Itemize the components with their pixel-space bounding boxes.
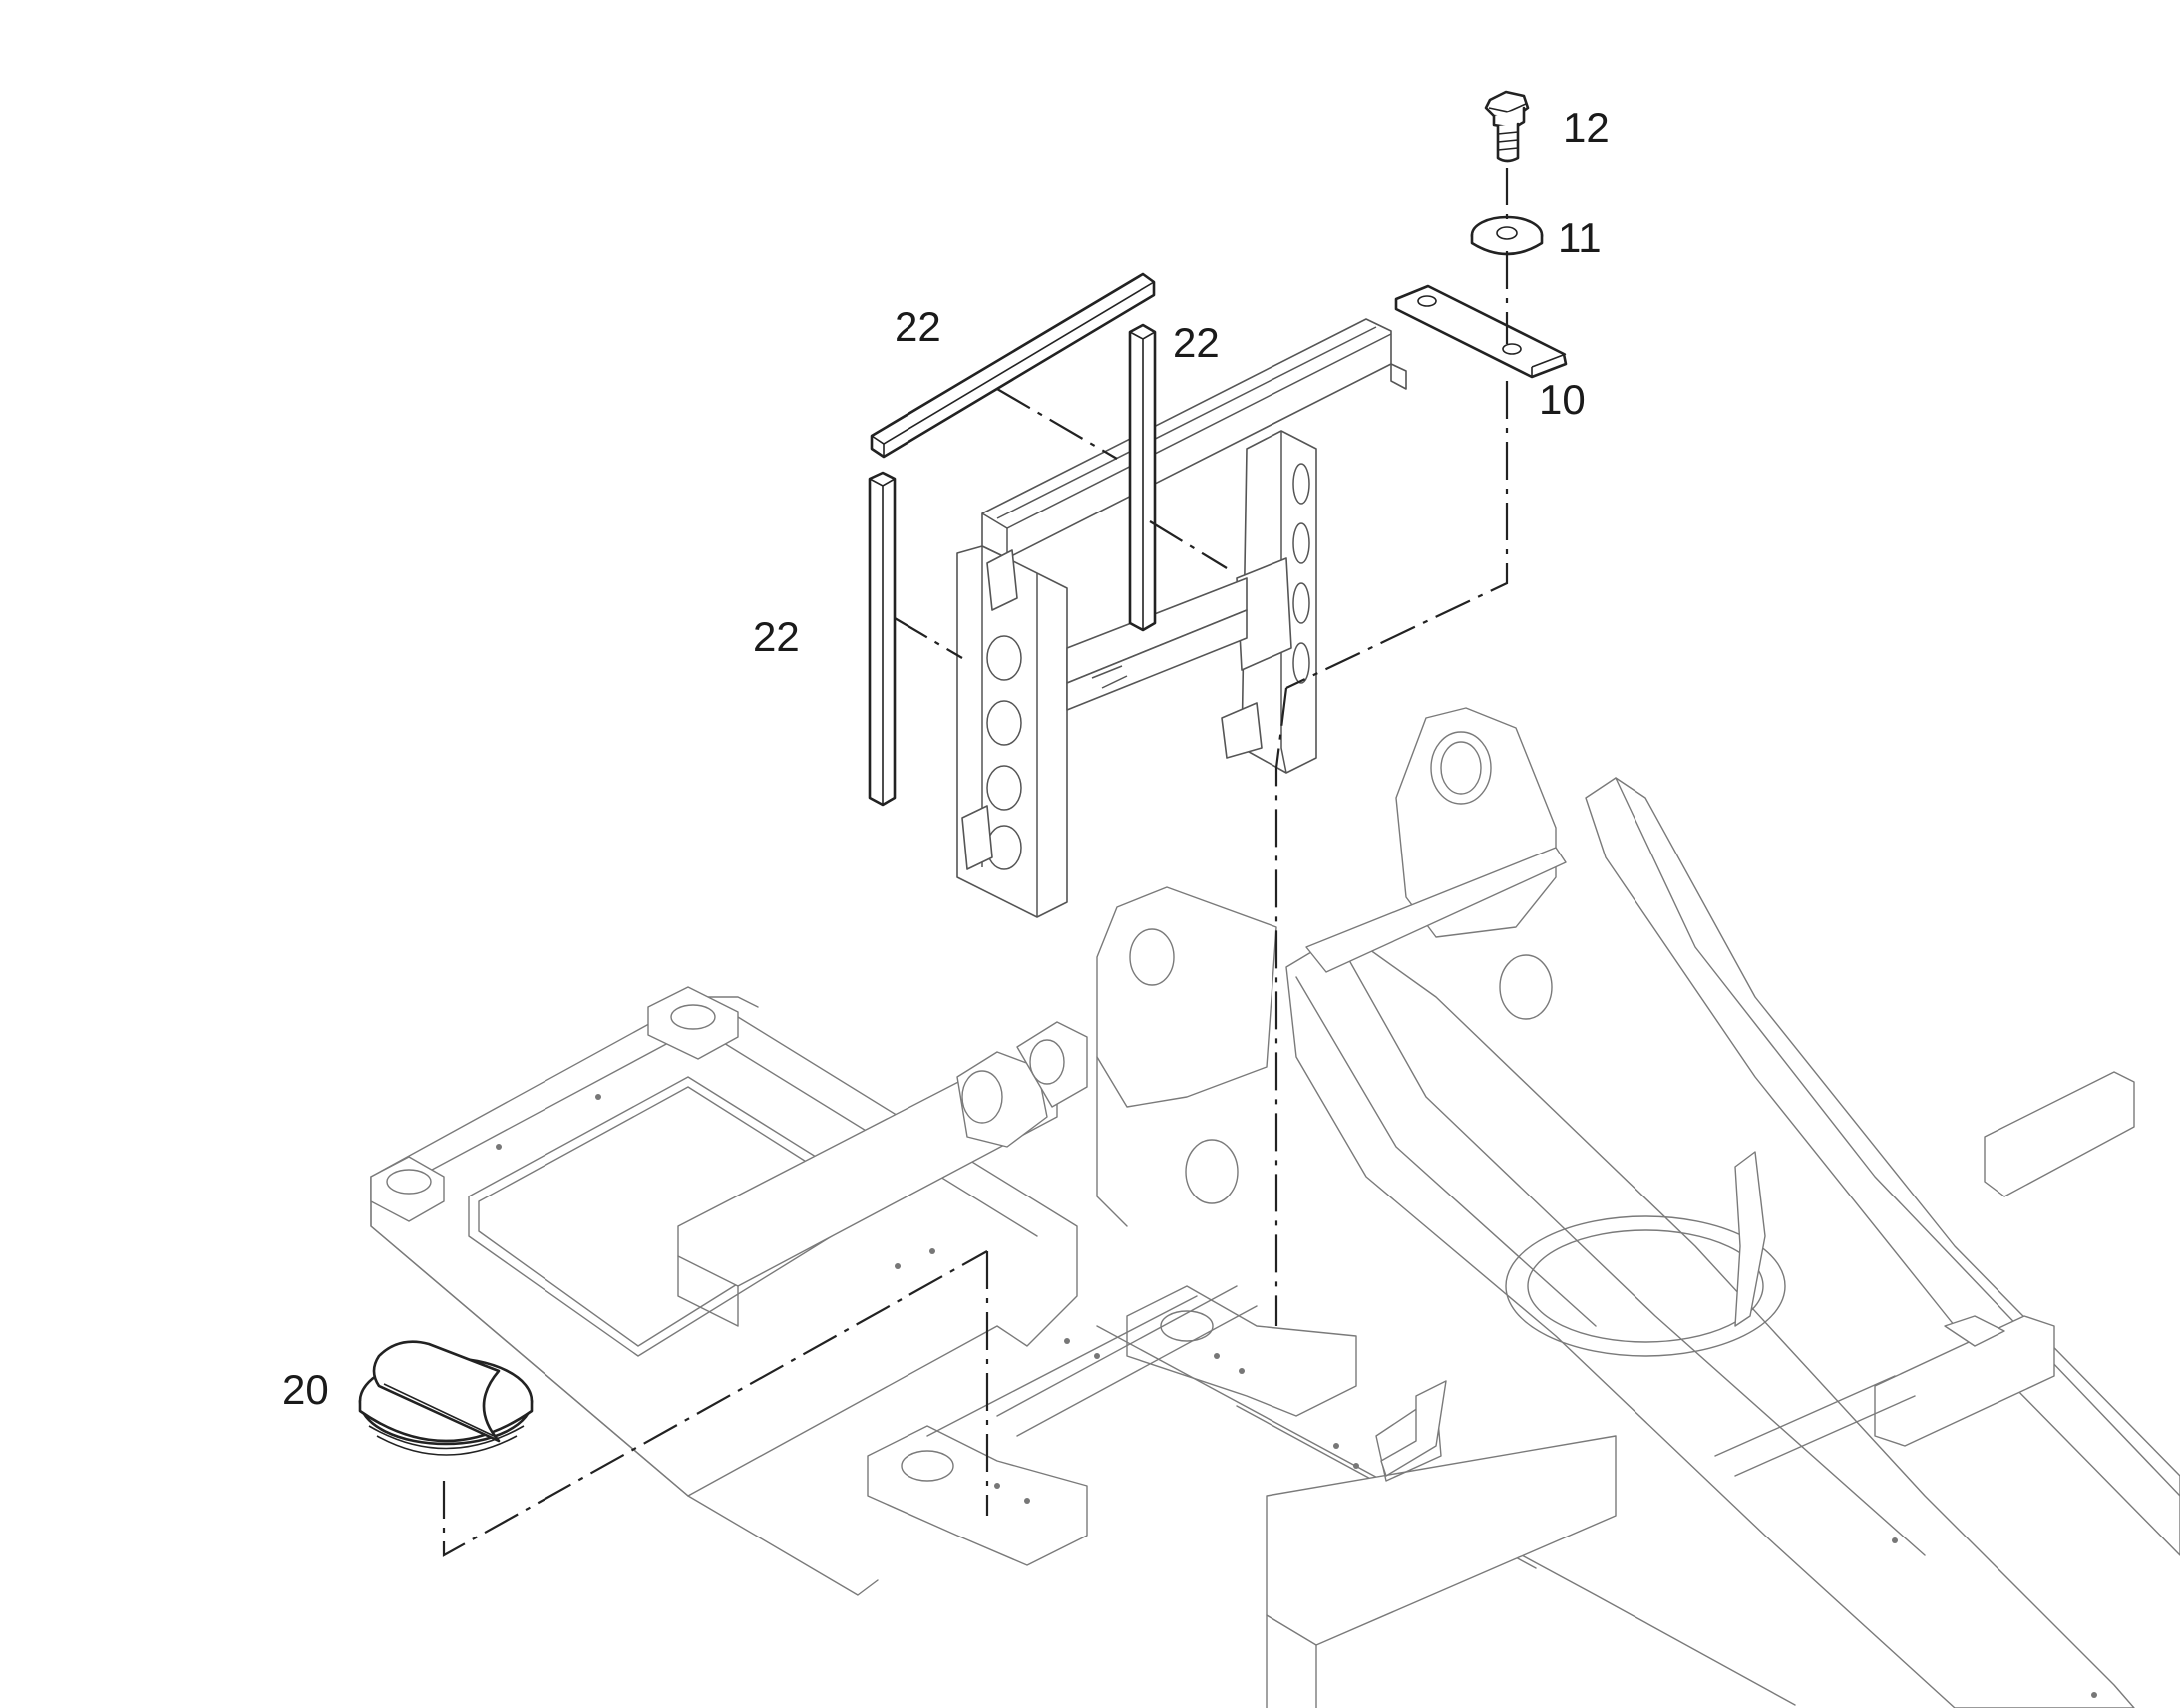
- callout-12: 12: [1563, 104, 1610, 151]
- part-20-cap: [358, 1340, 534, 1456]
- part-10-plate: [1394, 284, 1568, 379]
- part-22-seal-strip-left: [868, 471, 897, 807]
- upper-support-frame: [956, 318, 1407, 918]
- callout-11: 11: [1558, 214, 1602, 261]
- callout-labels: 12 11 10 22 22 22 20: [282, 104, 1610, 1413]
- part-12-hex-bolt: [1484, 90, 1530, 163]
- callout-20: 20: [282, 1366, 329, 1413]
- part-22-seal-strip-top: [870, 272, 1156, 459]
- callout-22-right: 22: [1173, 319, 1220, 366]
- assembly-leader-lines: [442, 168, 1509, 1557]
- part-11-washer: [1470, 215, 1544, 256]
- callout-22-left: 22: [753, 613, 800, 660]
- machine-chassis-context: [370, 707, 2180, 1708]
- callout-22-top: 22: [895, 303, 941, 350]
- callout-10: 10: [1539, 376, 1586, 423]
- part-22-seal-strip-right: [1128, 323, 1157, 632]
